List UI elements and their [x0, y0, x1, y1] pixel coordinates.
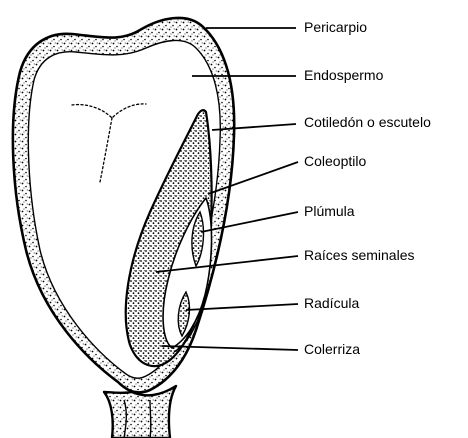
seed-stalk: [104, 386, 176, 438]
label-cotiledon: Cotiledón o escutelo: [304, 114, 431, 130]
label-radicula: Radícula: [304, 295, 359, 311]
label-pericarpio: Pericarpio: [304, 19, 367, 35]
label-coleoptilo: Coleoptilo: [304, 153, 366, 169]
label-endospermo: Endospermo: [304, 67, 383, 83]
label-plumula: Plúmula: [304, 203, 355, 219]
label-raices: Raíces seminales: [304, 247, 415, 263]
label-colerriza: Colerriza: [304, 341, 360, 357]
